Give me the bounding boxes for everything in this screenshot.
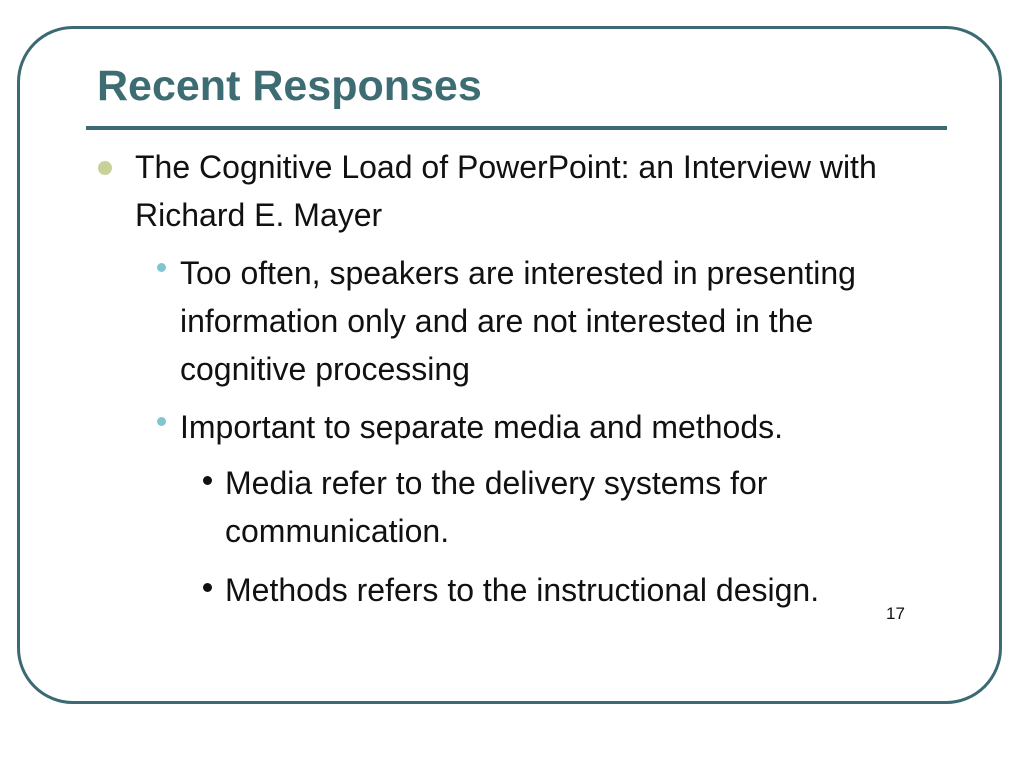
slide-frame <box>17 26 1002 704</box>
bullet-dot-icon <box>98 161 112 175</box>
bullet-dot-icon <box>203 583 212 592</box>
bullet-level2-item: Important to separate media and methods. <box>180 409 784 445</box>
bullet-level1-item: The Cognitive Load of PowerPoint: an Int… <box>135 149 877 233</box>
bullet-dot-icon <box>157 263 166 272</box>
bullet-level3-item: Methods refers to the instructional desi… <box>225 572 820 608</box>
bullet-dot-icon <box>203 476 212 485</box>
title-divider <box>86 126 947 130</box>
slide-title: Recent Responses <box>97 62 482 110</box>
bullet-level3-item: Media refer to the delivery systems for … <box>225 465 768 549</box>
bullet-level2-item: Too often, speakers are interested in pr… <box>180 255 856 387</box>
bullet-dot-icon <box>157 417 166 426</box>
page-number: 17 <box>886 604 905 623</box>
